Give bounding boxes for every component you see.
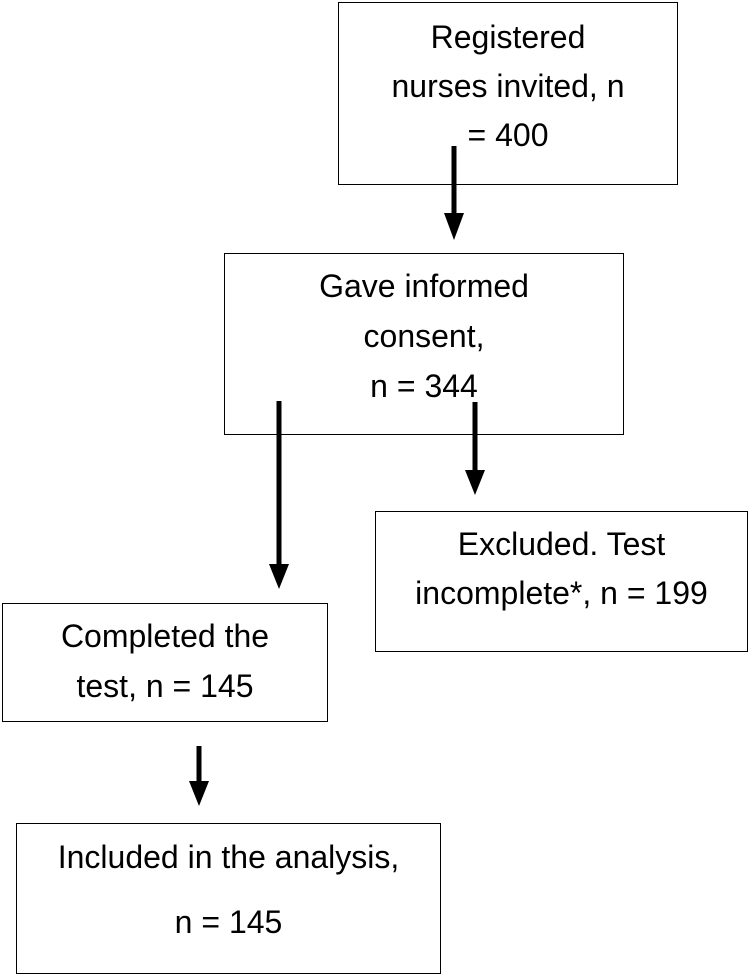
box-text-line: Gave informed: [319, 268, 529, 304]
arrow-completed-to-included: [189, 746, 209, 806]
box-completed-test: Completed the test, n = 145: [2, 603, 328, 722]
box-text-line: n = 344: [370, 368, 478, 404]
arrow-consent-to-excluded: [465, 402, 485, 495]
box-text-line: nurses invited, n: [391, 68, 625, 104]
box-text-line: Included in the analysis,: [57, 839, 400, 875]
box-text-line: Registered: [430, 19, 586, 55]
box-text-line: Completed the: [60, 618, 270, 654]
arrow-invited-to-consent: [444, 146, 464, 240]
box-text-line: incomplete*, n = 199: [415, 575, 708, 611]
box-text-line: Excluded. Test: [457, 526, 666, 562]
arrow-consent-to-completed: [269, 401, 289, 589]
box-excluded: Excluded. Test incomplete*, n = 199: [375, 511, 748, 652]
box-text-line: = 400: [467, 117, 549, 153]
box-included-analysis: Included in the analysis, n = 145: [16, 823, 441, 974]
box-text-line: n = 145: [174, 904, 283, 940]
box-nurses-invited: Registered nurses invited, n = 400: [338, 2, 678, 185]
box-text-line: consent,: [363, 318, 485, 354]
box-text-line: test, n = 145: [76, 668, 254, 704]
box-informed-consent: Gave informed consent, n = 344: [224, 253, 624, 435]
